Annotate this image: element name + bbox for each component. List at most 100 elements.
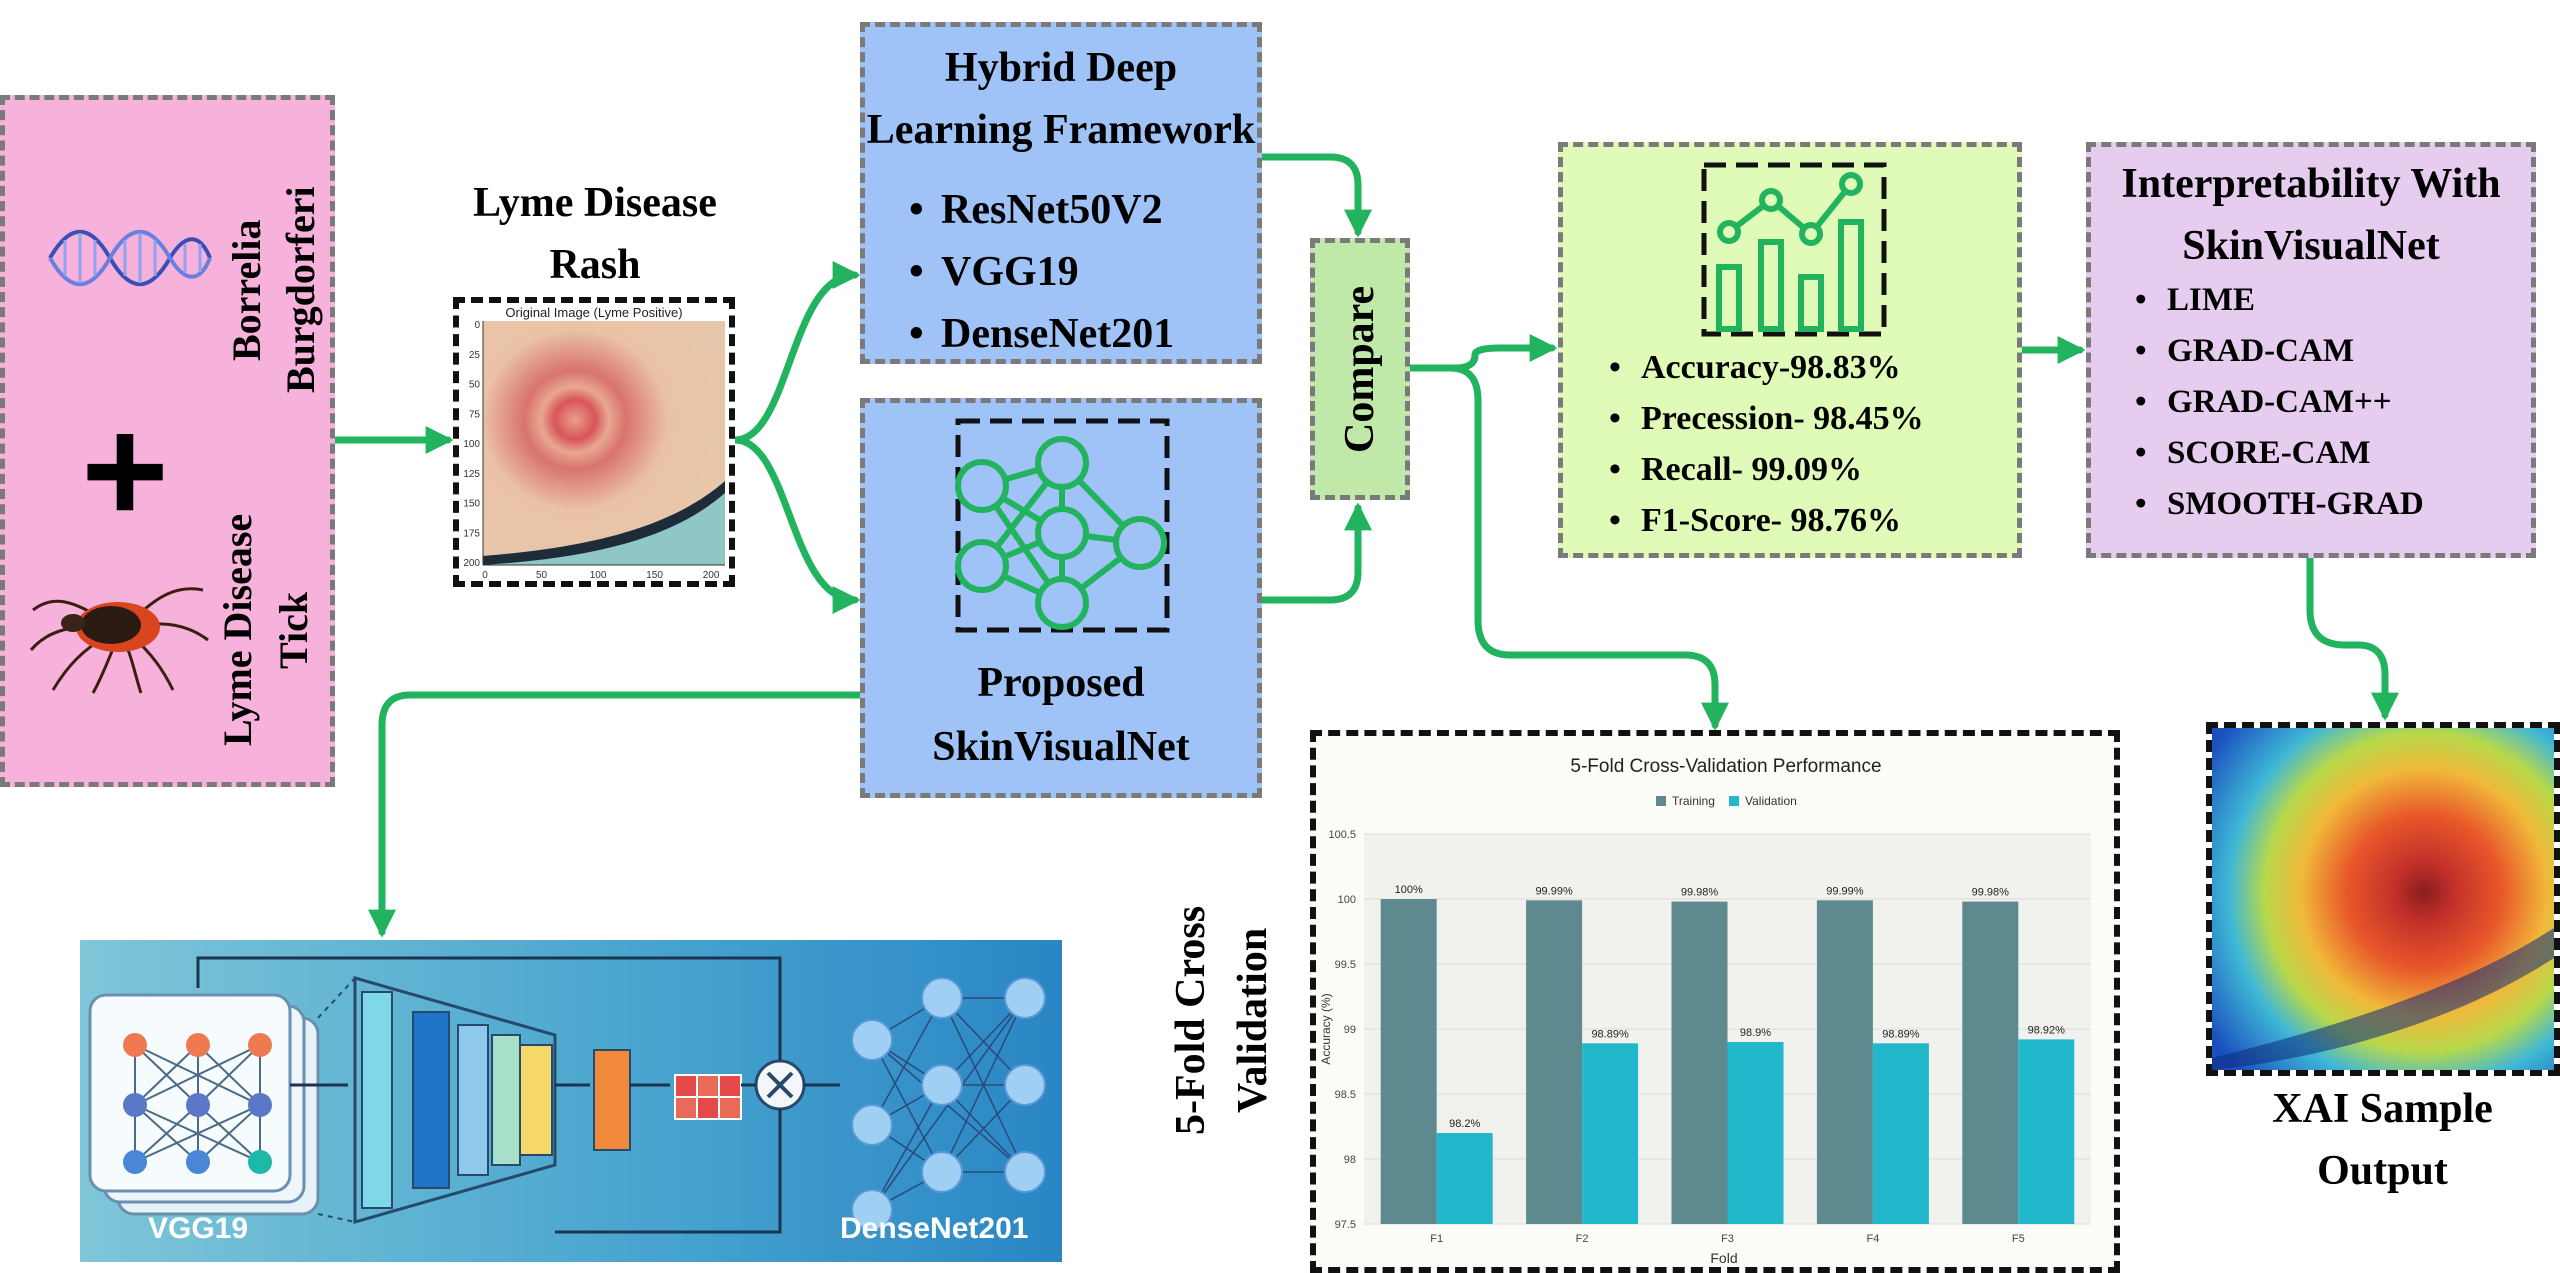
method-item: GRAD-CAM++	[2131, 377, 2424, 428]
method-item: SMOOTH-GRAD	[2131, 479, 2424, 530]
hybrid-title-line2: Learning Framework	[866, 107, 1256, 153]
hybrid-title-line1: Hybrid Deep	[944, 45, 1178, 91]
method-item: GRAD-CAM	[2131, 326, 2424, 377]
bar-training	[1962, 901, 2019, 1224]
rash-x-tick: 150	[646, 570, 663, 581]
chart-title: 5-Fold Cross-Validation Performance	[1570, 756, 1881, 777]
method-item: SCORE-CAM	[2131, 428, 2424, 479]
rash-plot-title: Original Image (Lyme Positive)	[505, 305, 683, 320]
y-tick-label: 100.5	[1328, 829, 1356, 841]
bar-validation	[1436, 1133, 1493, 1224]
rash-y-tick: 75	[469, 409, 481, 420]
architecture-diagram	[88, 956, 1046, 1234]
growth-chart-icon	[1701, 162, 1887, 337]
metrics-list: Accuracy-98.83% Precession- 98.45% Recal…	[1605, 342, 1924, 546]
pathogen-panel: Borrelia Burgdorferi + Lyme Disease Tick	[0, 95, 335, 787]
metric-item: Accuracy-98.83%	[1605, 342, 1924, 393]
proposed-title-line2: SkinVisualNet	[932, 724, 1190, 770]
bar-value-label: 99.99%	[1535, 885, 1573, 897]
bar-value-label: 98.9%	[1740, 1027, 1771, 1039]
rash-y-tick: 175	[463, 528, 480, 539]
dna-icon	[48, 229, 212, 287]
arrow-interpretability-to-xai	[2306, 554, 2399, 721]
interpretability-title-line2: SkinVisualNet	[2182, 223, 2440, 269]
model-item: VGG19	[905, 241, 1174, 303]
bar-value-label: 100%	[1395, 884, 1423, 896]
legend-training: Training	[1672, 794, 1715, 808]
rash-x-tick: 0	[482, 570, 488, 581]
rash-y-tick: 50	[469, 380, 481, 391]
bar-validation	[1872, 1043, 1929, 1224]
legend-swatch-validation	[1729, 796, 1739, 806]
xai-heatmap-frame	[2206, 722, 2560, 1076]
bar-value-label: 98.92%	[2028, 1024, 2066, 1036]
interpretability-title-line1: Interpretability With	[2121, 161, 2501, 207]
model-item: ResNet50V2	[905, 179, 1174, 241]
bar-training	[1526, 900, 1583, 1224]
x-tick-label: F1	[1430, 1233, 1443, 1245]
x-tick-label: F2	[1576, 1233, 1589, 1245]
bacteria-label-line2: Burgdorferi	[278, 186, 323, 394]
tick-label-line1: Lyme Disease	[215, 513, 260, 747]
rash-x-tick: 50	[536, 570, 548, 581]
arrow-compare-to-chart	[1446, 364, 1729, 731]
y-tick-label: 97.5	[1335, 1219, 1356, 1231]
rash-title: Lyme Disease Rash	[473, 180, 717, 288]
arrow-compare-to-metrics	[1406, 334, 1558, 372]
rash-y-tick: 150	[463, 499, 480, 510]
x-axis-label: Fold	[1710, 1250, 1737, 1266]
model-item: DenseNet201	[905, 303, 1174, 365]
neural-network-icon	[955, 418, 1170, 633]
bar-value-label: 99.98%	[1681, 887, 1719, 899]
rash-x-tick: 200	[703, 570, 720, 581]
bacteria-label-line1: Borrelia	[224, 219, 269, 361]
bar-training	[1380, 899, 1437, 1224]
bar-value-label: 99.99%	[1826, 885, 1864, 897]
xai-heatmap-image	[2212, 728, 2554, 1070]
compare-label: Compare	[1337, 285, 1383, 453]
bar-value-label: 98.89%	[1591, 1028, 1629, 1040]
proposed-model-box: Proposed SkinVisualNet	[860, 398, 1262, 798]
y-tick-label: 99.5	[1335, 959, 1356, 971]
xai-method-list: LIME GRAD-CAM GRAD-CAM++ SCORE-CAM SMOOT…	[2131, 275, 2424, 530]
hybrid-model-list: ResNet50V2 VGG19 DenseNet201	[905, 179, 1174, 365]
arrow-rash-to-hybrid	[731, 261, 861, 444]
plus-sign: +	[81, 386, 169, 554]
densenet201-label: DenseNet201	[840, 1212, 1029, 1245]
vgg19-label: VGG19	[148, 1212, 249, 1245]
bar-validation	[1582, 1043, 1639, 1224]
metric-item: F1-Score- 98.76%	[1605, 495, 1924, 546]
proposed-title-line1: Proposed	[977, 660, 1145, 706]
rash-y-tick: 25	[469, 350, 481, 361]
arrow-proposed-to-compare	[1258, 502, 1372, 604]
legend-validation: Validation	[1745, 794, 1797, 808]
legend-swatch-training	[1656, 796, 1666, 806]
rash-x-tick: 100	[590, 570, 607, 581]
y-tick-label: 99	[1344, 1024, 1356, 1036]
y-tick-label: 100	[1338, 894, 1356, 906]
bar-validation	[1727, 1042, 1784, 1224]
bar-value-label: 98.89%	[1882, 1028, 1920, 1040]
cv-chart-frame: 5-Fold Cross-Validation Performance Trai…	[1310, 730, 2120, 1273]
xai-output-label: XAI Sample Output	[2272, 1086, 2493, 1194]
rash-y-tick: 100	[463, 439, 480, 450]
metrics-box: Accuracy-98.83% Precession- 98.45% Recal…	[1558, 142, 2022, 558]
tick-icon	[29, 587, 209, 694]
y-axis-label: Accuracy (%)	[1319, 993, 1333, 1064]
hybrid-framework-box: Hybrid Deep Learning Framework ResNet50V…	[860, 22, 1262, 365]
arrow-rash-to-proposed	[731, 436, 861, 614]
cross-validation-label: 5-Fold Cross Validation	[1168, 905, 1276, 1135]
metric-item: Recall- 99.09%	[1605, 444, 1924, 495]
y-tick-label: 98.5	[1335, 1089, 1356, 1101]
bar-value-label: 98.2%	[1449, 1118, 1480, 1130]
method-item: LIME	[2131, 275, 2424, 326]
compare-box: Compare	[1310, 238, 1410, 500]
cv-bar-chart: 5-Fold Cross-Validation Performance Trai…	[1319, 756, 2091, 1266]
x-tick-label: F4	[1866, 1233, 1879, 1245]
rash-image-frame: Original Image (Lyme Positive) 0 25 50 75 10…	[453, 297, 735, 587]
arrow-hybrid-to-compare	[1258, 153, 1372, 238]
rash-y-tick: 125	[463, 469, 480, 480]
bar-validation	[2018, 1039, 2075, 1224]
